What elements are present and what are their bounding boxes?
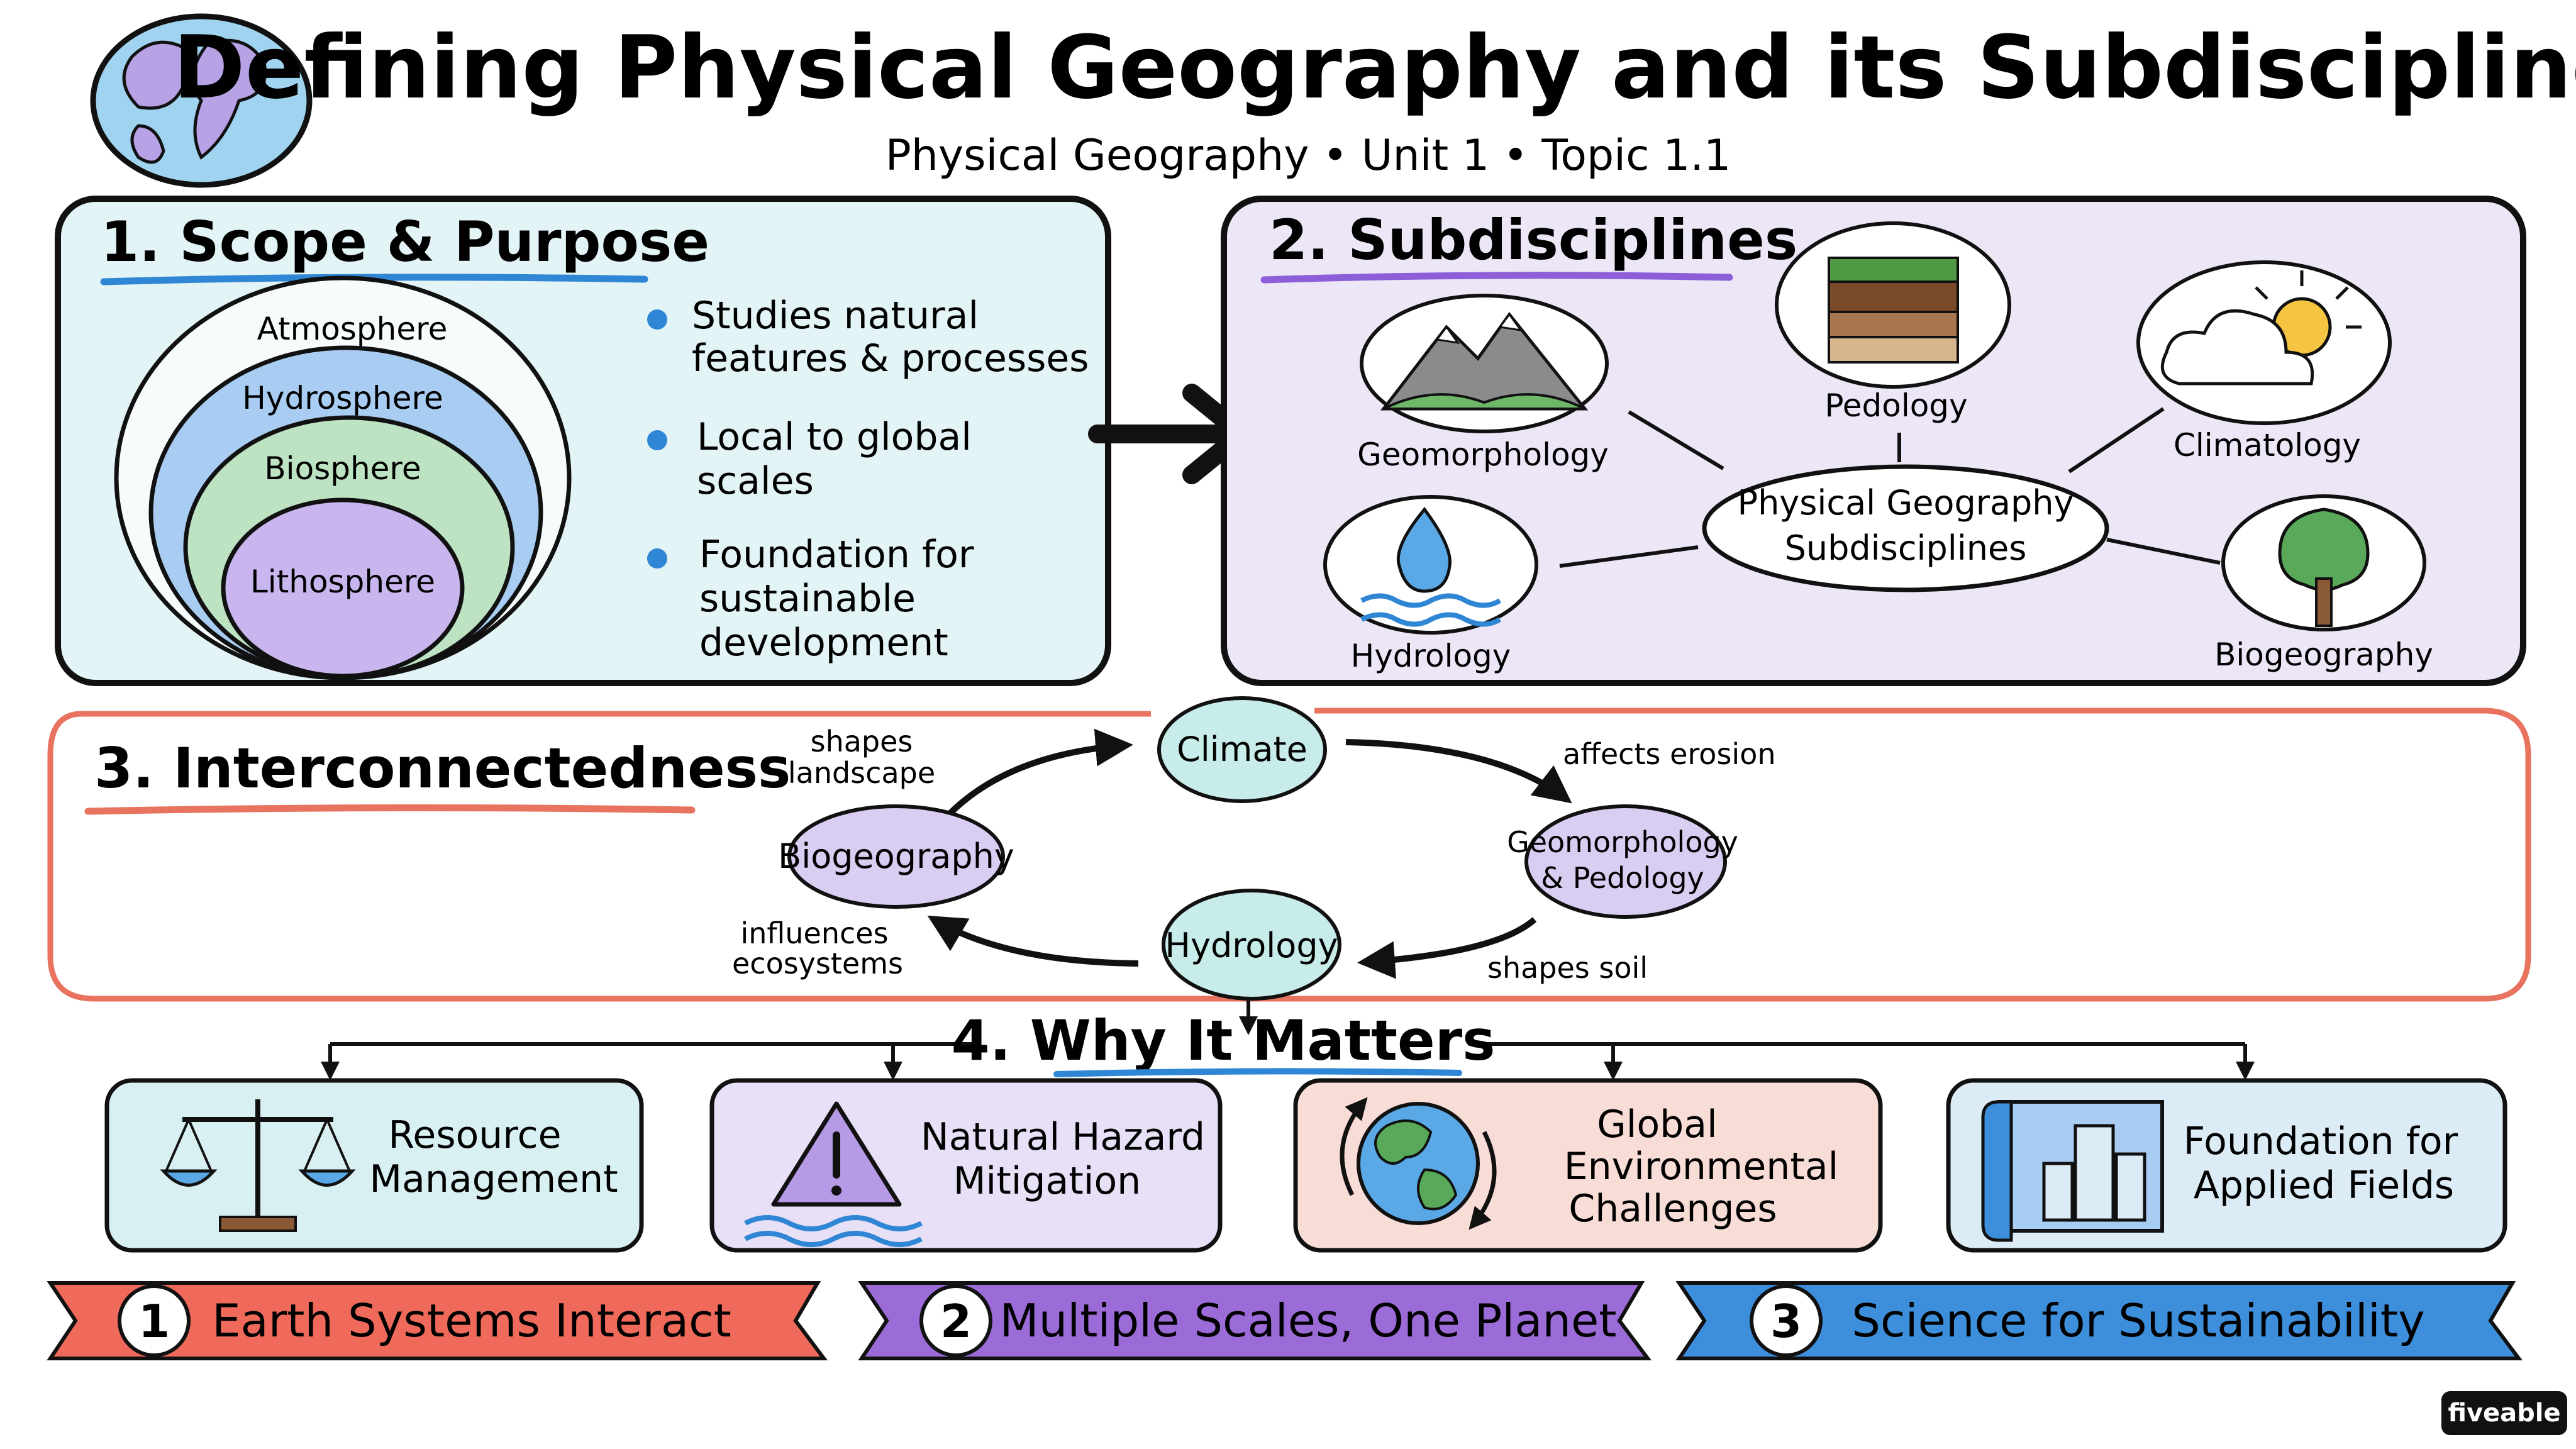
sun-cloud-icon: [2160, 270, 2362, 386]
blueprint-icon: [1981, 1100, 2164, 1242]
edge-label-shapes-landscape-2: landscape: [788, 756, 935, 790]
card-3-line-1: Global: [1597, 1102, 1717, 1146]
subdisciplines-heading-underline: [1260, 272, 1733, 284]
hub-connectors: [1559, 407, 2221, 568]
sphere-label-lithosphere: Lithosphere: [250, 564, 435, 600]
banner-1-text: Earth Systems Interact: [212, 1294, 731, 1347]
card-4-line-2: Applied Fields: [2194, 1163, 2454, 1208]
cycle-node-climate-label: Climate: [1177, 730, 1307, 769]
biogeography-label: Biogeography: [2214, 636, 2433, 673]
cycle-node-geo-line-1: Geomorphology: [1507, 825, 1738, 859]
bullet-3-line-1: Foundation for: [699, 533, 974, 577]
globe-icon: [90, 13, 313, 188]
card-2-line-2: Mitigation: [953, 1159, 1141, 1203]
climatology-node: Climatology: [2136, 260, 2392, 464]
why-connector: [321, 999, 2255, 1080]
banner-earth-systems: 1 Earth Systems Interact: [47, 1281, 828, 1360]
geomorphology-label: Geomorphology: [1357, 436, 1609, 473]
cycle-node-climate: [1157, 696, 1327, 803]
cycle-node-geomorphology-pedology: [1524, 804, 1727, 919]
card-global-environmental-challenges: Global Environmental Challenges: [1293, 1078, 1883, 1253]
tree-icon: [2278, 508, 2370, 627]
card-foundation-applied-fields: Foundation for Applied Fields: [1946, 1078, 2507, 1253]
mountain-icon: [1380, 311, 1589, 411]
biogeography-node: Biogeography: [2214, 494, 2433, 673]
card-natural-hazard-mitigation: Natural Hazard Mitigation: [709, 1078, 1223, 1253]
hydrology-label: Hydrology: [1351, 638, 1511, 674]
why-heading: 4. Why It Matters: [951, 1008, 1495, 1073]
banner-2-number: 2: [940, 1295, 972, 1348]
banner-multiple-scales: 2 Multiple Scales, One Planet: [858, 1281, 1652, 1360]
card-1-line-2: Management: [369, 1157, 618, 1201]
card-1-line-1: Resource: [388, 1113, 561, 1157]
scope-heading: 1. Scope & Purpose: [101, 209, 709, 274]
hydrology-node: Hydrology: [1323, 495, 1538, 674]
fiveable-logo: fiveable: [2441, 1391, 2567, 1435]
geomorphology-node: Geomorphology: [1357, 294, 1609, 473]
bullet-2-line-1: Local to global: [697, 415, 972, 459]
hub-label-line-2: Subdisciplines: [1785, 528, 2027, 568]
interconnectedness-heading-underline: [84, 804, 696, 815]
flow-arrow-icon: [1088, 384, 1252, 484]
edge-label-affects-erosion: affects erosion: [1563, 737, 1776, 771]
soil-layers-icon: [1828, 257, 1959, 364]
subdisciplines-heading: 2. Subdisciplines: [1269, 208, 1797, 272]
banner-1-number: 1: [138, 1295, 170, 1348]
sphere-label-atmosphere: Atmosphere: [257, 311, 448, 347]
bullet-dot: [647, 309, 667, 330]
cycle-node-hydrology: [1162, 889, 1341, 1001]
card-4-line-1: Foundation for: [2184, 1119, 2458, 1163]
bullet-dot: [647, 430, 667, 450]
card-3-line-3: Challenges: [1568, 1187, 1777, 1231]
cycle-node-hydrology-label: Hydrology: [1165, 926, 1338, 965]
bullet-dot: [647, 548, 667, 569]
interconnectedness-heading: 3. Interconnectedness: [94, 736, 791, 801]
edge-label-shapes-soil: shapes soil: [1487, 951, 1648, 985]
pedology-node: Pedology: [1775, 221, 2011, 424]
edge-label-shapes-landscape-1: shapes: [811, 724, 913, 758]
warning-icon: [744, 1101, 923, 1247]
banner-3-text: Science for Sustainability: [1852, 1294, 2424, 1347]
scales-icon: [160, 1099, 356, 1232]
edge-label-influences-1: influences: [740, 916, 888, 950]
cycle-node-biogeography-label: Biogeography: [778, 836, 1014, 876]
hub-label-line-1: Physical Geography: [1738, 483, 2074, 523]
cycle-arrows: [927, 728, 1572, 979]
edge-label-influences-2: ecosystems: [732, 947, 903, 980]
bullet-3-line-2: sustainable: [699, 577, 916, 621]
card-2-line-1: Natural Hazard: [921, 1115, 1205, 1159]
scope-bullets: Studies natural features & processes Loc…: [647, 294, 1089, 665]
sphere-label-hydrosphere: Hydrosphere: [242, 380, 443, 416]
page-subtitle: Physical Geography • Unit 1 • Topic 1.1: [886, 131, 1731, 180]
interconnectedness-panel: [47, 708, 2531, 1002]
page-title: Defining Physical Geography and its Subd…: [173, 17, 2576, 118]
rotating-globe-icon: [1340, 1097, 1497, 1230]
banner-science-sustainability: 3 Science for Sustainability: [1675, 1281, 2523, 1360]
bullet-3-line-3: development: [699, 621, 948, 665]
pedology-label: Pedology: [1824, 387, 1967, 424]
banner-2-text: Multiple Scales, One Planet: [999, 1294, 1616, 1347]
banner-3-number: 3: [1770, 1295, 1802, 1348]
climatology-label: Climatology: [2174, 427, 2361, 464]
water-drop-icon: [1360, 506, 1502, 627]
why-heading-underline: [1053, 1068, 1462, 1077]
cycle-node-biogeography: [787, 804, 1005, 909]
card-resource-management: Resource Management: [104, 1078, 644, 1253]
subdisciplines-hub: [1702, 464, 2109, 592]
lithosphere-core: [221, 497, 465, 679]
sphere-label-biosphere: Biosphere: [264, 450, 421, 487]
bullet-1-line-1: Studies natural: [692, 294, 979, 338]
bullet-1-line-2: features & processes: [692, 336, 1089, 380]
bullet-2-line-2: scales: [697, 459, 814, 503]
card-3-line-2: Environmental: [1564, 1145, 1839, 1189]
cycle-node-geo-line-2: & Pedology: [1541, 861, 1704, 895]
earth-spheres-diagram: Atmosphere Hydrosphere Biosphere Lithosp…: [114, 275, 572, 680]
